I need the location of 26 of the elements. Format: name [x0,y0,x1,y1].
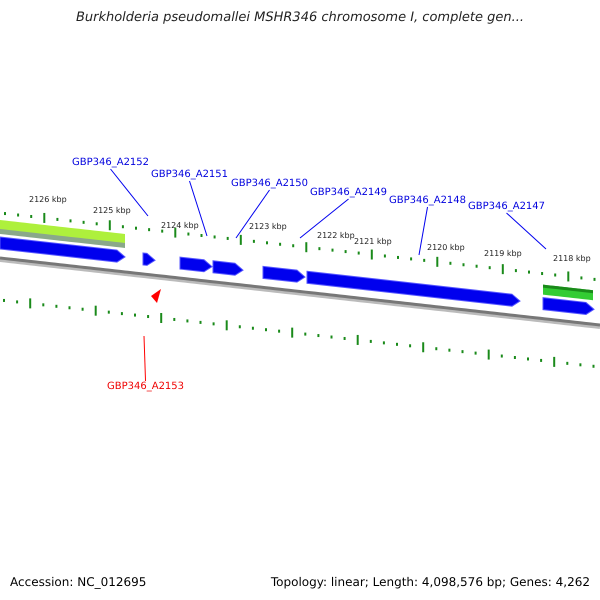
leader-line [236,190,270,238]
gene-label: GBP346_A2148 [389,196,466,206]
footer-text: Accession: NC_012695 [10,576,146,588]
scale-label: 2124 kbp [161,222,199,230]
scale-label: 2122 kbp [317,232,355,240]
footer-text: Topology: linear; Length: 4,098,576 bp; Genes: 4,262 [270,576,590,588]
gene-label: GBP346_A2147 [468,202,546,212]
gene-label: GBP346_A2149 [310,188,388,198]
scale-label: 2118 kbp [553,255,591,263]
gene-label: GBP346_A2153 [107,382,184,392]
gene-label: GBP346_A2150 [231,179,308,189]
scale-label: 2121 kbp [354,238,392,246]
leader-line [506,212,546,250]
gene-label: GBP346_A2151 [151,170,228,180]
scale-label: 2119 kbp [484,250,522,258]
leader-line [110,168,148,216]
scale-label: 2123 kbp [249,223,287,231]
leader-line [144,336,146,382]
leader-line [300,198,350,238]
leader-line [418,206,428,256]
scale-label: 2125 kbp [93,207,131,215]
title: Burkholderia pseudomallei MSHR346 chromosome I, complete gen... [74,11,526,24]
scale-label: 2126 kbp [29,196,67,204]
leader-line [189,180,208,236]
scale-label: 2120 kbp [427,244,465,252]
gene-label: GBP346_A2152 [72,158,150,168]
